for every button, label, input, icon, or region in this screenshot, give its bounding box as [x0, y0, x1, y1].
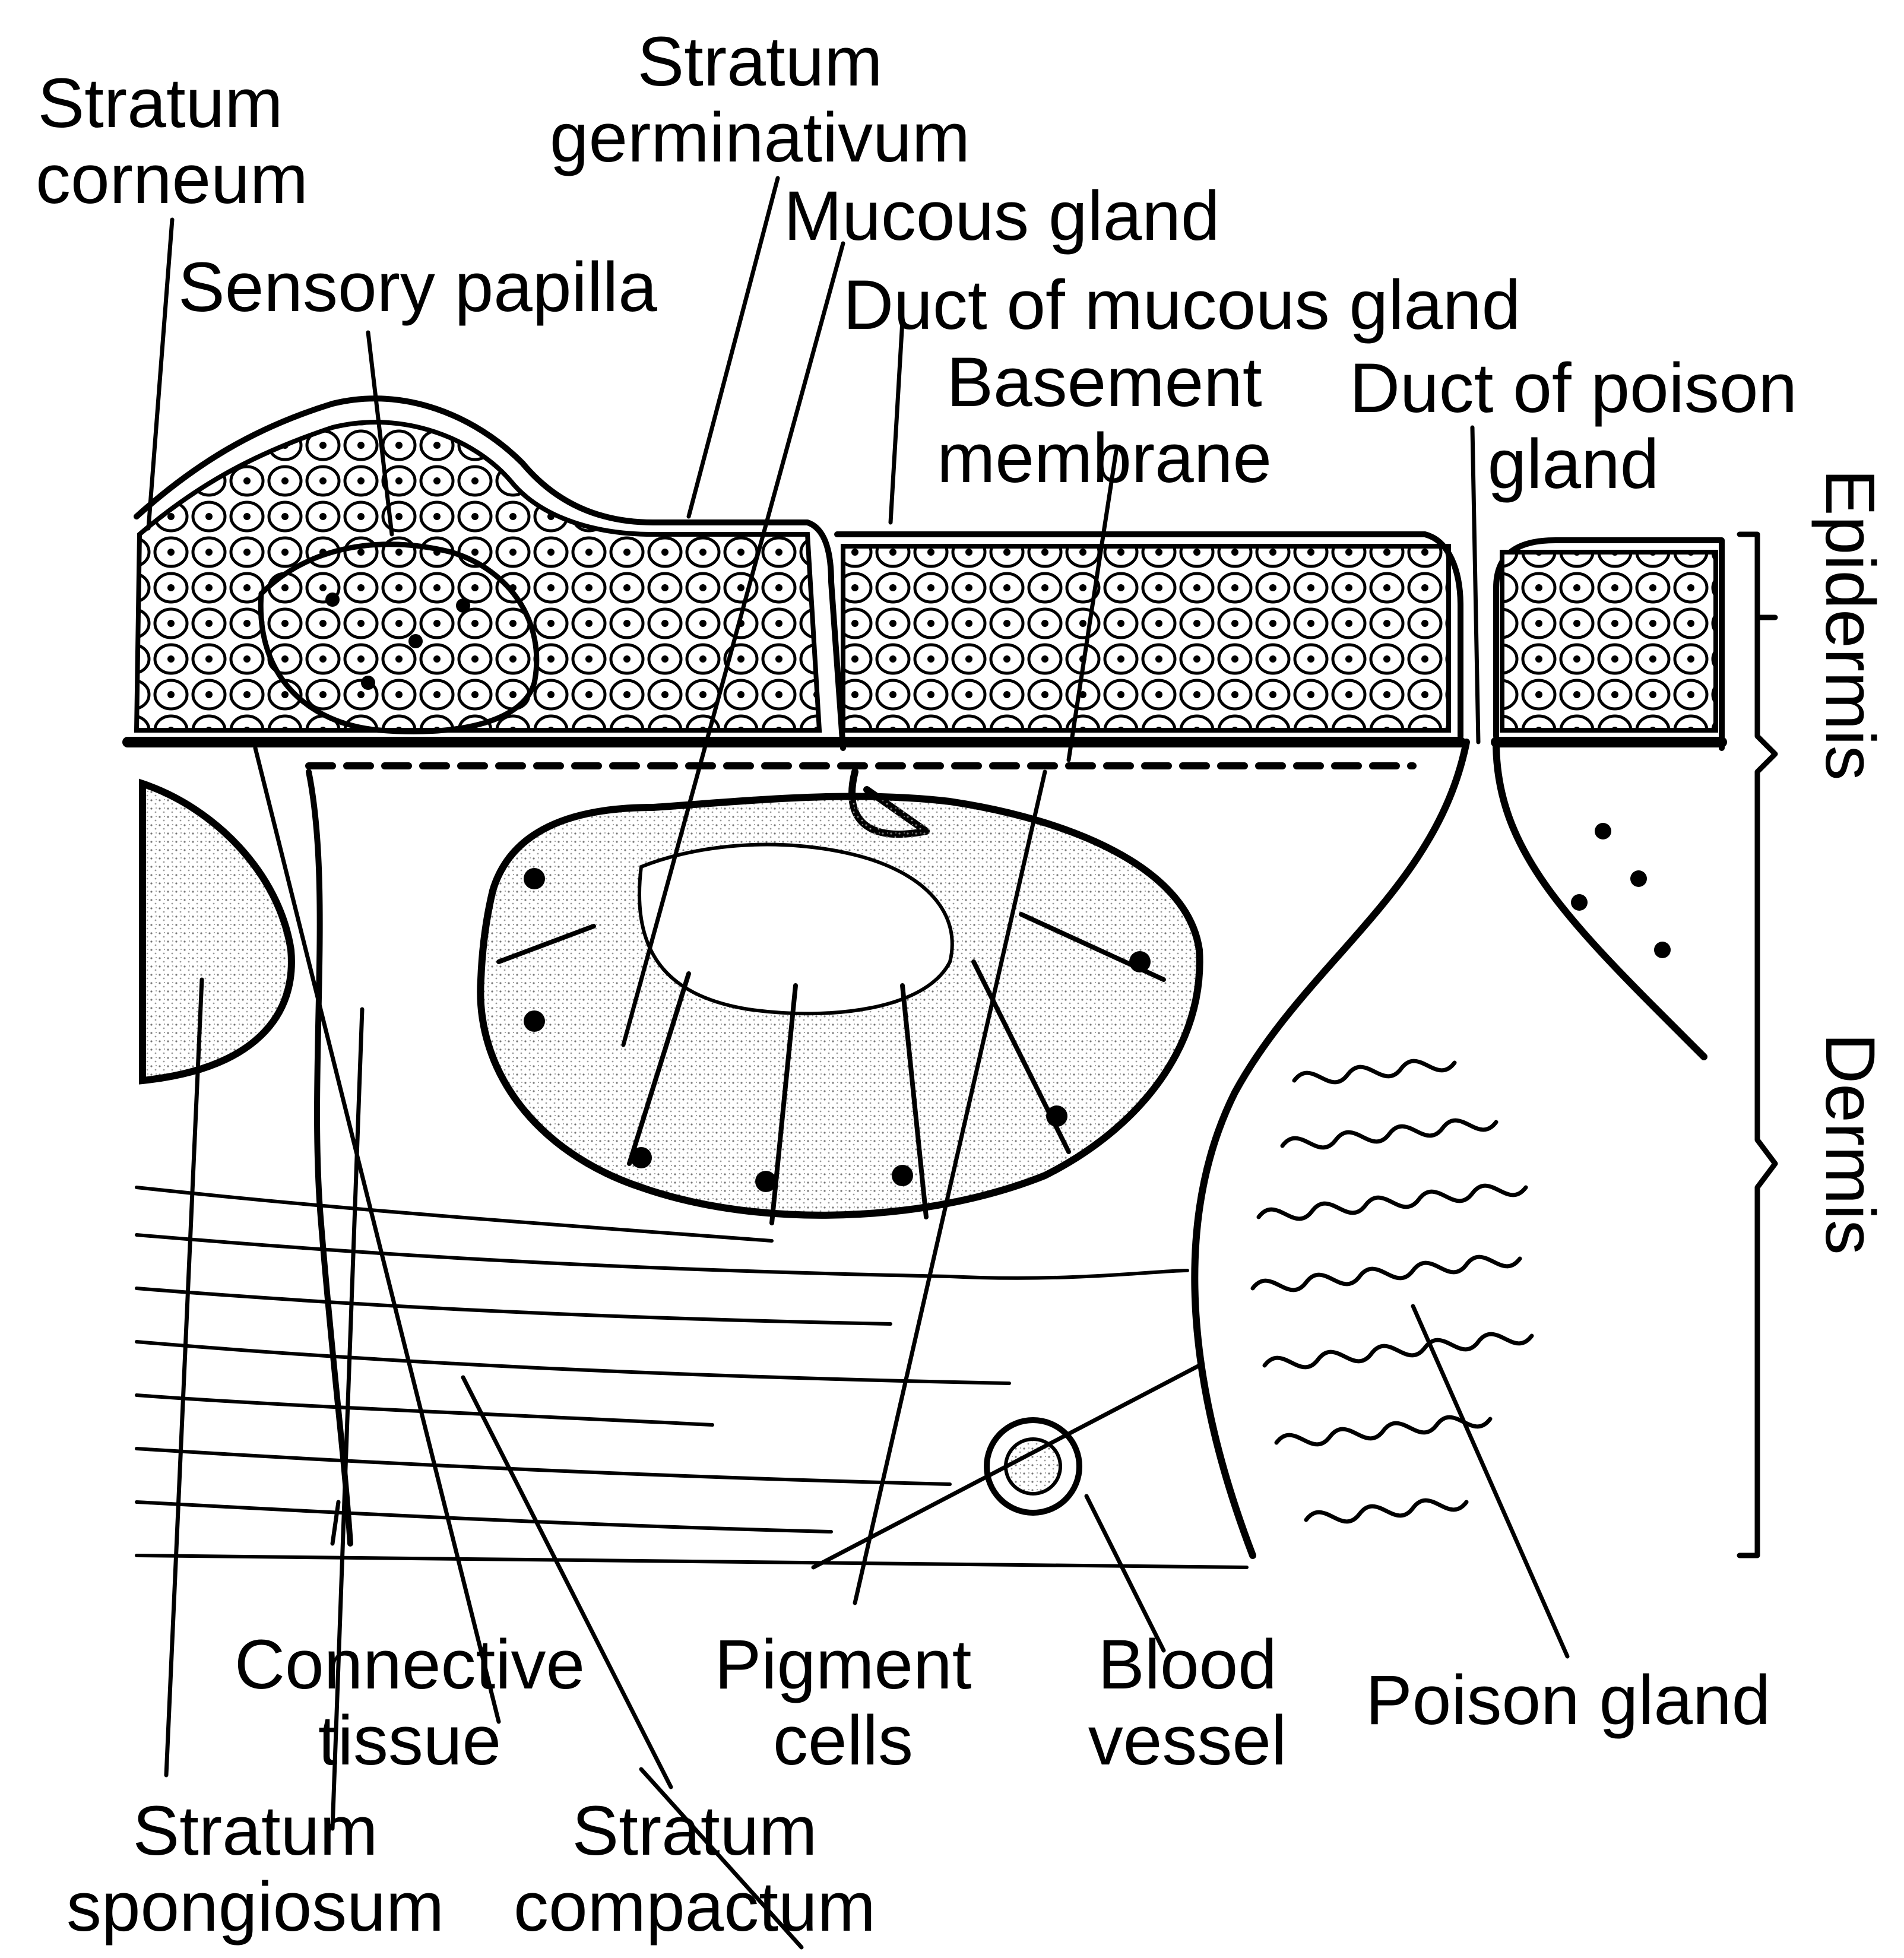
label-line: Basement — [891, 344, 1318, 420]
label-duct-of-poison-gland: Duct of poison gland — [1336, 350, 1811, 502]
label-line: Stratum — [36, 1793, 475, 1869]
label-line: Blood — [1045, 1627, 1330, 1703]
mucous-gland — [480, 772, 1199, 1223]
label-dermis: Dermis — [1812, 1033, 1888, 1255]
poison-gland — [1195, 742, 1704, 1555]
label-blood-vessel: Blood vessel — [1045, 1627, 1330, 1779]
label-line: membrane — [891, 420, 1318, 496]
label-stratum-germinativum: Stratum germinativum — [534, 24, 986, 176]
left-gland — [142, 784, 292, 1081]
label-line: Stratum — [36, 65, 285, 141]
label-line: spongiosum — [36, 1869, 475, 1945]
label-sensory-papilla: Sensory papilla — [178, 249, 657, 325]
label-stratum-corneum: Stratum corneum — [36, 65, 285, 217]
label-stratum-compactum: Stratum compactum — [487, 1793, 902, 1945]
label-line: cells — [683, 1703, 1003, 1779]
label-line: Connective — [202, 1627, 617, 1703]
label-line: vessel — [1045, 1703, 1330, 1779]
label-line: corneum — [36, 141, 285, 217]
label-line: Stratum — [487, 1793, 902, 1869]
label-stratum-spongiosum: Stratum spongiosum — [36, 1793, 475, 1945]
label-poison-gland: Poison gland — [1366, 1662, 1770, 1738]
label-line: Pigment — [683, 1627, 1003, 1703]
label-line: compactum — [487, 1869, 902, 1945]
label-line: germinativum — [534, 100, 986, 176]
label-line: Stratum — [534, 24, 986, 100]
label-epidermis: Epidermis — [1812, 469, 1888, 781]
label-line: Duct of poison — [1336, 350, 1811, 426]
layer-braces — [1740, 534, 1775, 1555]
label-line: gland — [1336, 426, 1811, 502]
label-pigment-cells: Pigment cells — [683, 1627, 1003, 1779]
label-duct-of-mucous-gland: Duct of mucous gland — [843, 267, 1520, 343]
label-line: tissue — [202, 1703, 617, 1779]
label-mucous-gland: Mucous gland — [784, 178, 1220, 254]
label-basement-membrane: Basement membrane — [891, 344, 1318, 496]
label-connective-tissue: Connective tissue — [202, 1627, 617, 1779]
